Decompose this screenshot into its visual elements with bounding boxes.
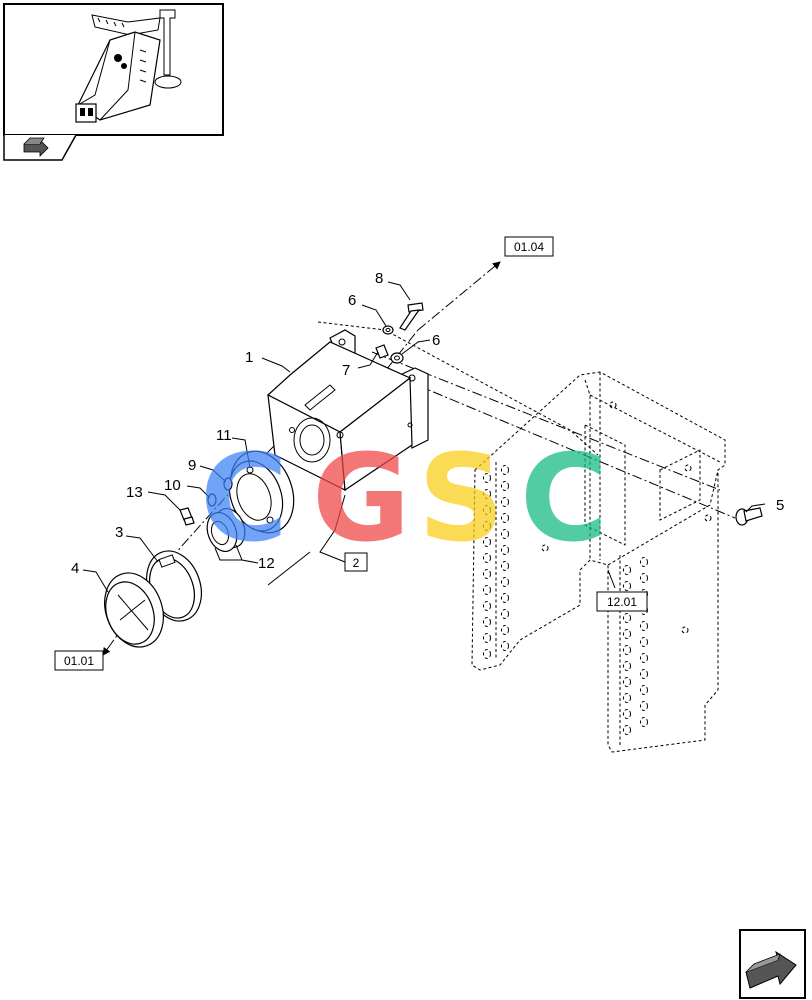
callout-6-upper: 6 [348, 292, 356, 309]
part-11-bearing-flange[interactable] [219, 442, 304, 541]
reference-01-01-label: 01.01 [64, 654, 94, 668]
part-5-pin[interactable] [735, 507, 763, 526]
callout-7: 7 [342, 362, 350, 379]
callout-5: 5 [776, 497, 784, 514]
callout-3: 3 [115, 524, 123, 541]
frame-hole-column-right [623, 557, 648, 735]
thumbnail-panel [3, 3, 224, 161]
callout-9: 9 [188, 457, 196, 474]
callout-12: 12 [258, 555, 275, 572]
reference-box-2[interactable]: 2 [344, 552, 368, 572]
part-9-ring[interactable] [223, 477, 233, 491]
callout-8: 8 [375, 270, 383, 287]
part-1-housing[interactable] [266, 329, 429, 492]
watermark-letter-s: S [418, 430, 504, 569]
part-4-cover[interactable] [95, 565, 174, 656]
callout-13: 13 [126, 484, 143, 501]
watermark-letter-g: G [312, 430, 411, 569]
callout-6-lower: 6 [432, 332, 440, 349]
next-page-arrow-icon[interactable] [739, 929, 806, 999]
part-6-washer-lower[interactable] [390, 352, 404, 364]
callout-1: 1 [245, 349, 253, 366]
part-12-sleeve[interactable] [202, 504, 250, 555]
part-10-ring[interactable] [207, 493, 217, 507]
frame-outline [471, 371, 726, 753]
return-arrow-icon[interactable] [23, 137, 49, 157]
thumbnail-assembly-image [75, 9, 182, 123]
reference-box-12-01[interactable]: 12.01 [596, 591, 648, 612]
reference-box-01-01[interactable]: 01.01 [54, 650, 104, 671]
frame-hole-column-left [483, 465, 509, 659]
callout-leaders [82, 281, 766, 593]
callout-4: 4 [71, 560, 79, 577]
reference-2-label: 2 [353, 556, 360, 570]
part-8-bolt[interactable] [399, 302, 424, 331]
watermark-cgsc: C G S C [200, 430, 608, 569]
callout-11: 11 [216, 427, 232, 444]
watermark-letter-c1: C [200, 430, 288, 569]
part-7-bushing[interactable] [375, 344, 389, 359]
part-6-washer-upper[interactable] [382, 325, 394, 335]
part-13-grease-fitting[interactable] [179, 507, 195, 526]
callout-10: 10 [164, 477, 181, 494]
reference-box-01-04[interactable]: 01.04 [504, 236, 554, 257]
reference-12-01-label: 12.01 [607, 595, 637, 609]
watermark-letter-c2: C [520, 430, 608, 569]
reference-01-04-label: 01.04 [514, 240, 544, 254]
